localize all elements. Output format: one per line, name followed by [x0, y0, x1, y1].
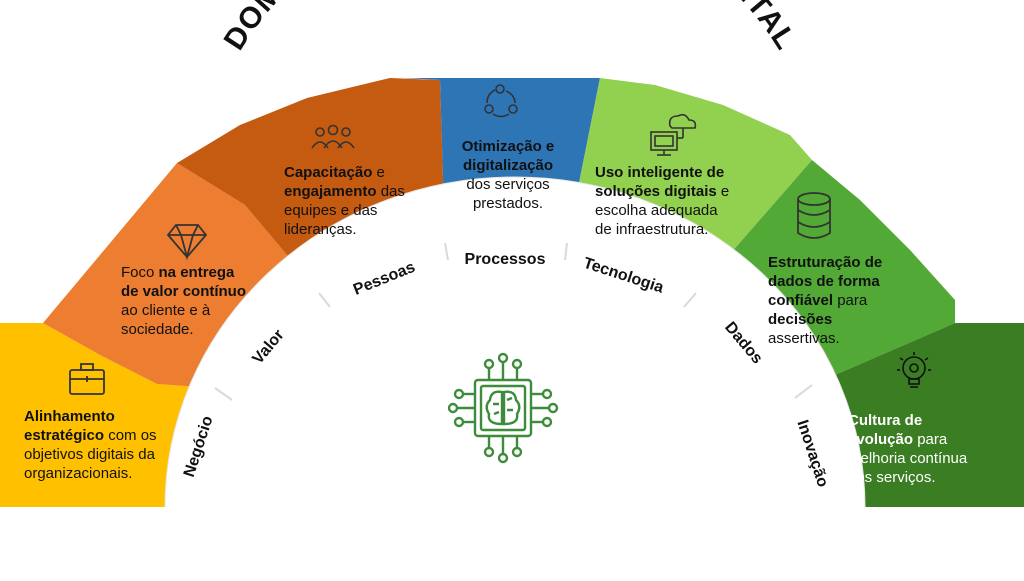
- ai-chip-brain-icon: [447, 352, 559, 464]
- domain-text-tecnologia: Uso inteligente de soluções digitais e e…: [595, 164, 730, 238]
- domain-text-inovacao: Cultura de evolução para melhoria contín…: [848, 412, 968, 486]
- diamond-icon: [166, 224, 208, 261]
- tab-separators: [214, 242, 813, 401]
- cloud-computer-icon: [650, 113, 697, 156]
- diagram-title: DOMÍNIOS DA TRANSFORMAÇÃO DIGITAL: [218, 0, 803, 56]
- segment-negocio: [0, 323, 215, 507]
- database-icon: [797, 192, 831, 239]
- people-group-icon: [311, 124, 355, 149]
- domain-text-processos: Otimização e digitalização dos serviços …: [461, 138, 555, 212]
- tab-label-processos: Processos: [465, 251, 546, 268]
- briefcase-icon: [69, 363, 105, 395]
- domain-text-negocio: Alinhamento estratégico com os objetivos…: [24, 408, 157, 482]
- cycle-icon: [484, 84, 518, 118]
- domain-text-pessoas: Capacitação e engajamento das equipes e …: [284, 164, 405, 238]
- inner-white-arc: [165, 177, 865, 507]
- tab-band-outline: [164, 176, 866, 508]
- lightbulb-gear-icon: [897, 352, 931, 388]
- segment-inovacao: [812, 323, 1024, 507]
- domain-text-valor: Foco na entrega de valor contínuo ao cli…: [121, 264, 247, 338]
- domain-text-dados: Estruturação de dados de forma confiável…: [768, 254, 883, 347]
